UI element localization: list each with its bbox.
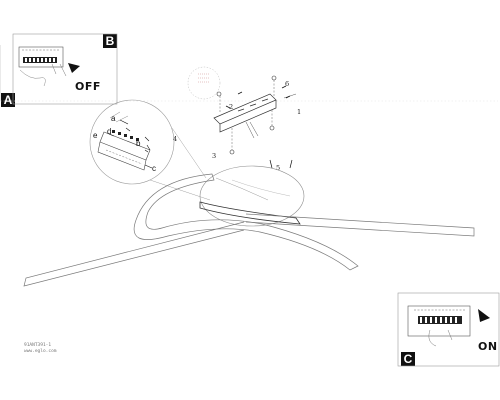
panel-a-badge: A [1,93,15,107]
step-6: 6 [285,80,289,88]
callout-c: c [152,164,156,173]
clip-assembly [97,111,151,171]
panel-c [397,292,500,367]
callout-e: e [93,131,98,140]
panel-c-badge: C [401,352,415,366]
switch-on-label: ON [478,340,498,353]
toggle-arrow-icon [478,309,490,322]
panel-b [12,33,118,105]
step-3: 3 [212,152,216,160]
callout-d: d [107,127,111,136]
step-4: 4 [173,135,177,143]
luminaire-body [23,165,475,287]
frame-outline-a [0,45,498,102]
step-2: 2 [229,103,233,111]
step-5: 5 [276,164,280,172]
switch-off-label: OFF [75,80,101,93]
detail-magnifier [89,99,211,201]
step-1: 1 [297,108,301,116]
panel-b-badge: B [103,34,117,48]
switch-block-b [18,46,67,77]
switch-block-c [407,305,471,347]
mounting-bracket [187,66,297,155]
toggle-arrow-icon [68,63,80,73]
footer-code: 91ANT391-1 [24,343,52,348]
callout-b: b [136,139,141,148]
screw-icon [216,75,277,155]
footer-url: www.eglo.com [24,349,57,354]
callout-a: a [111,114,116,123]
